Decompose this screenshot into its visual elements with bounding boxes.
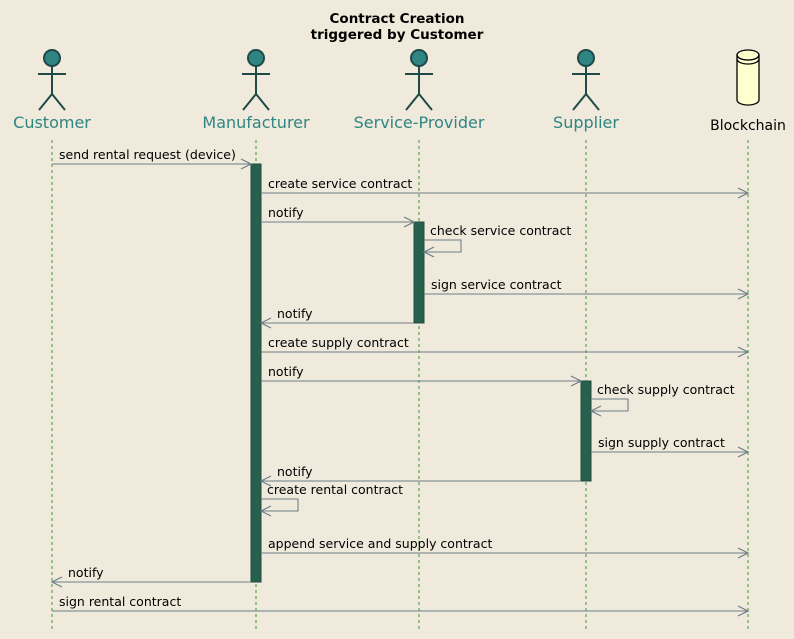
message-11: [259, 498, 299, 517]
message-12: [261, 547, 750, 559]
message-5: [259, 317, 414, 329]
actor-supplier-label: Supplier: [553, 113, 619, 132]
message-9: [591, 446, 750, 458]
message-10: [259, 475, 581, 487]
database-blockchain-label: Blockchain: [710, 118, 786, 134]
message-1: [261, 187, 750, 199]
activation-supplier: [580, 380, 592, 482]
message-label: sign service contract: [431, 277, 562, 292]
message-label: append service and supply contract: [268, 536, 492, 551]
message-2: [261, 216, 416, 228]
message-8: [589, 398, 629, 417]
diagram-title-line-2: triggered by Customer: [311, 27, 484, 43]
activation-service-provider: [413, 221, 425, 324]
actor-customer-icon: [38, 49, 66, 111]
message-7: [261, 375, 583, 387]
message-label: create rental contract: [267, 482, 403, 497]
message-13: [50, 576, 251, 588]
message-14: [52, 605, 750, 617]
message-label: notify: [277, 464, 313, 479]
activation-manufacturer: [250, 163, 262, 583]
actor-service-provider-label: Service-Provider: [354, 113, 485, 132]
message-label: sign supply contract: [598, 435, 725, 450]
participants: Customer Manufacturer Service-Provider Supp…: [13, 49, 786, 134]
message-6: [261, 346, 750, 358]
actor-manufacturer-icon: [242, 49, 270, 111]
message-4: [424, 288, 750, 300]
actor-supplier-icon: [572, 49, 600, 111]
message-3: [422, 239, 462, 258]
actor-service-provider-icon: [405, 49, 433, 111]
message-label: notify: [277, 306, 313, 321]
message-label: notify: [268, 364, 304, 379]
message-label: notify: [68, 565, 104, 580]
actor-customer-label: Customer: [13, 113, 91, 132]
messages: send rental request (device) create servi…: [50, 147, 750, 617]
message-0: [52, 158, 253, 170]
message-label: send rental request (device): [59, 147, 236, 162]
message-label: notify: [268, 205, 304, 220]
message-label: create supply contract: [268, 335, 409, 350]
activations: [250, 163, 592, 583]
message-label: check service contract: [430, 223, 571, 238]
diagram-title-line-1: Contract Creation: [330, 11, 465, 27]
message-label: create service contract: [268, 176, 412, 191]
message-label: check supply contract: [597, 382, 735, 397]
message-label: sign rental contract: [59, 594, 181, 609]
database-blockchain-icon: [736, 49, 760, 106]
actor-manufacturer-label: Manufacturer: [202, 113, 310, 132]
